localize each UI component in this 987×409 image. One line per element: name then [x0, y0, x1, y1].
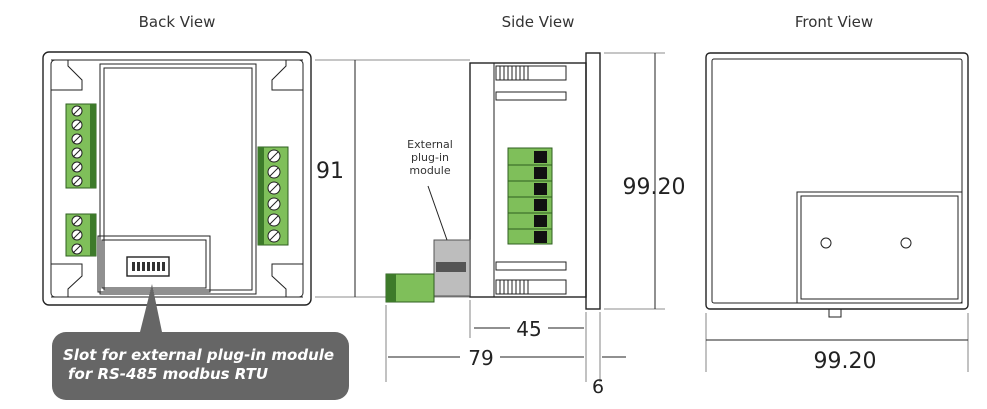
back-inner-frame	[50, 59, 304, 298]
dimension-99-20-front	[705, 313, 969, 372]
left-lower-terminal-block	[65, 213, 97, 257]
right-terminal-block	[257, 146, 289, 246]
front-outer-frame	[705, 52, 969, 310]
front-cover-plate	[796, 191, 963, 304]
dimension-45-label: 45	[516, 317, 541, 341]
front-view-title: Front View	[795, 13, 873, 31]
callout-box	[52, 332, 349, 400]
callout-line1: Slot for external plug-in module	[63, 346, 334, 364]
dimension-99-20-side	[604, 52, 665, 310]
dimension-79	[385, 305, 626, 382]
dimension-79-label: 79	[468, 346, 493, 370]
callout-line2: for RS-485 modbus RTU	[68, 365, 268, 383]
side-housing	[469, 62, 587, 298]
front-bottom-tab	[828, 308, 842, 318]
back-view-title: Back View	[139, 13, 216, 31]
corner-lug-tl	[51, 59, 83, 91]
corner-lug-br	[271, 263, 303, 298]
slot-pins	[132, 262, 165, 271]
dimension-91-label: 91	[316, 159, 344, 184]
back-board	[99, 63, 257, 295]
module-leader-line	[427, 185, 448, 241]
slot-recess	[97, 235, 211, 293]
bottom-clips	[495, 261, 567, 295]
front-screw-left	[820, 237, 832, 249]
side-view	[385, 52, 601, 310]
dimension-6-label: 6	[592, 376, 604, 398]
slot-recess-inner	[101, 239, 207, 289]
dimension-front-width-label: 99.20	[814, 349, 877, 374]
front-cover-plate-inner	[800, 195, 959, 300]
module-label-line2: plug-in	[411, 151, 449, 164]
corner-lug-tr	[271, 59, 303, 91]
side-view-title: Side View	[502, 13, 575, 31]
dimension-side-height-label: 99.20	[623, 175, 686, 200]
front-inner-frame	[711, 58, 963, 304]
callout-pointer	[140, 284, 162, 332]
slot-callout	[52, 284, 349, 400]
panel-flange	[585, 52, 601, 310]
module-label-line3: module	[409, 164, 450, 177]
top-clips	[495, 65, 567, 101]
slot-connector	[126, 256, 170, 277]
front-view	[705, 52, 969, 318]
plug-in-module	[385, 239, 471, 303]
back-outer-frame	[42, 51, 312, 306]
front-screw-right	[900, 237, 912, 249]
back-view	[42, 51, 312, 306]
left-terminal-block	[65, 103, 97, 189]
side-terminal-block	[507, 147, 553, 245]
module-label-line1: External	[407, 138, 453, 151]
corner-lug-bl	[51, 263, 83, 298]
dimension-45	[469, 300, 584, 338]
back-board-inner	[103, 67, 253, 291]
